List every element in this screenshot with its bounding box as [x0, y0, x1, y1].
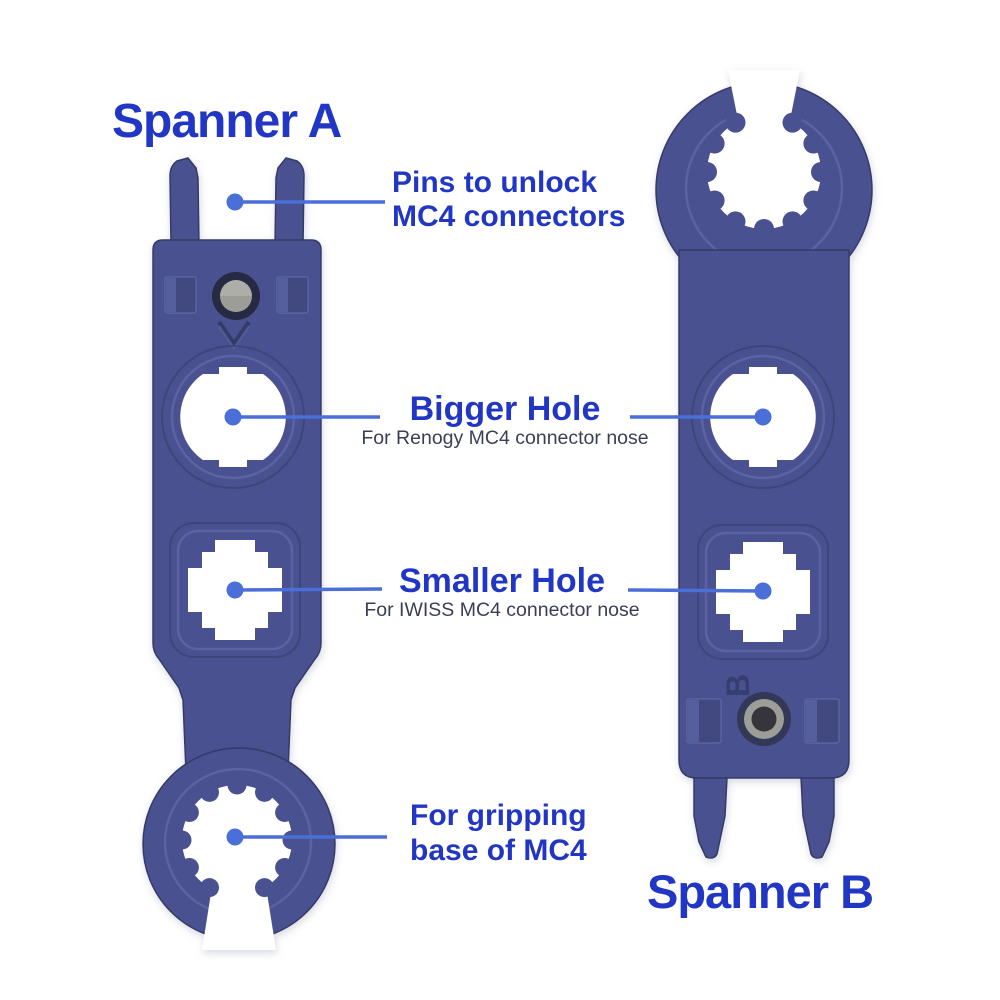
annotation-smaller-hole-subtitle: For IWISS MC4 connector nose	[364, 599, 640, 621]
leader-dot-gripping	[226, 828, 244, 846]
leader-dot-bigger-b	[754, 408, 772, 426]
annotation-bigger-hole-title: Bigger Hole	[409, 390, 601, 428]
leader-bigger-hole-right	[630, 408, 772, 426]
spanner-b-grip-head	[655, 70, 873, 299]
spanner-b-pin-hole	[737, 692, 791, 746]
annotation-pins: Pins to unlock MC4 connectors	[392, 166, 625, 234]
spanner-b-title: Spanner B	[647, 865, 874, 918]
annotation-pins-line1: Pins to unlock	[392, 166, 598, 199]
spanner-a-unlock-pins	[169, 157, 305, 247]
annotation-gripping-line1: For gripping	[410, 799, 587, 832]
annotation-gripping-line2: base of MC4	[410, 834, 587, 867]
spanner-b-side-tabs	[686, 698, 840, 744]
spanner-a-body	[152, 239, 322, 773]
leader-lines	[224, 193, 772, 846]
leader-pins	[226, 193, 385, 211]
annotation-smaller-hole-title: Smaller Hole	[399, 562, 605, 600]
leader-dot-pins	[226, 193, 244, 211]
annotation-gripping: For gripping base of MC4	[410, 798, 587, 868]
spanner-a-side-tabs	[164, 276, 309, 314]
leader-dot-smaller-b	[754, 582, 772, 600]
leader-bigger-hole-left	[224, 408, 380, 426]
annotation-pins-line2: MC4 connectors	[392, 200, 626, 233]
leader-smaller-hole-right	[627, 582, 772, 600]
annotation-smaller-hole: Smaller Hole For IWISS MC4 connector nos…	[352, 564, 652, 622]
spanner-b-grip-teeth	[697, 112, 831, 239]
embossed-letter-mark: B	[720, 674, 756, 697]
spanner-a-grip-head	[142, 747, 336, 950]
spanner-b-unlock-pins	[693, 777, 835, 859]
spanner-a-title: Spanner A	[112, 95, 342, 148]
embossed-arrow-mark	[217, 320, 251, 350]
spanner-a-pin-hole	[212, 272, 260, 320]
spanner-b-graphic: B	[655, 70, 873, 859]
annotation-bigger-hole: Bigger Hole For Renogy MC4 connector nos…	[355, 392, 655, 450]
annotation-bigger-hole-subtitle: For Renogy MC4 connector nose	[361, 427, 649, 449]
leader-smaller-hole-left	[226, 581, 383, 599]
leader-dot-bigger-a	[224, 408, 242, 426]
leader-dot-smaller-a	[226, 581, 244, 599]
leader-gripping	[226, 828, 387, 846]
